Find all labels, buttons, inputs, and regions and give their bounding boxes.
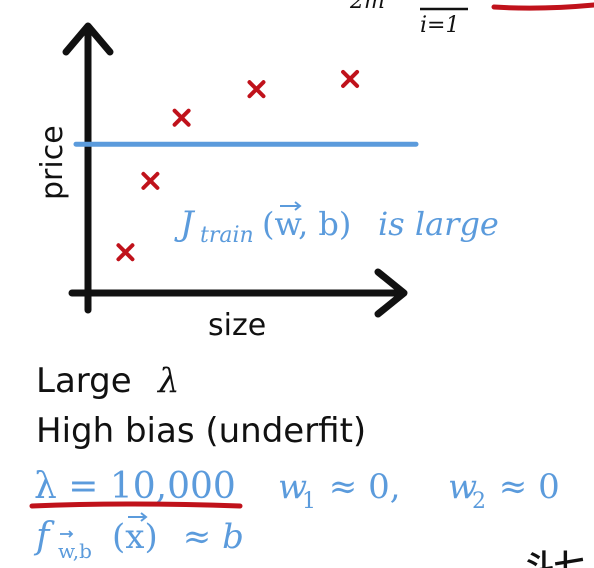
vector-arrow-icon [280, 201, 302, 211]
model-equation: f w,b (x) ≈ b [33, 512, 244, 563]
weights-sub-2: 2 [472, 489, 486, 514]
red-underline-top [491, 2, 594, 11]
high-bias-label: High bias (underfit) [36, 411, 366, 451]
corner-handwriting: 斗七 [524, 549, 584, 568]
data-point-x-marker [172, 108, 191, 127]
y-axis-label: price [35, 125, 70, 200]
text-block: Large λ High bias (underfit) λ = 10,000 … [29, 361, 584, 568]
data-point-x-marker [141, 171, 160, 190]
formula-fragment: 2m i=1 [349, 0, 594, 38]
formula-2m: 2m [349, 0, 385, 14]
vector-arrow-icon [128, 512, 148, 522]
x-axis-label: size [208, 308, 266, 343]
weights-sub-1: 1 [302, 489, 316, 514]
model-f: f [33, 516, 55, 557]
y-axis [62, 22, 114, 314]
data-point-x-marker [247, 80, 266, 99]
weights-w1: w [278, 467, 307, 507]
red-underline-lambda [29, 501, 243, 509]
data-point-x-marker [116, 243, 135, 262]
y-axis-arrowhead [62, 22, 114, 56]
weights-approx-1: ≈ 0, [318, 467, 411, 507]
x-axis [68, 268, 408, 318]
x-axis-arrowhead [374, 268, 408, 318]
annotation-J: J [174, 204, 196, 244]
plot: price size J train (w, b) is large [35, 22, 499, 343]
formula-i-equals-1: i=1 [420, 13, 459, 38]
model-approx-b: ≈ b [172, 517, 244, 557]
data-points [116, 69, 360, 262]
model-arg-x: (x) [112, 517, 158, 557]
annotation-subscript-train: train [200, 223, 254, 248]
weights-w2: w [448, 467, 477, 507]
weights-equation: w 1 ≈ 0, w 2 ≈ 0 [278, 467, 560, 514]
annotation-is-large: is large [378, 205, 499, 243]
data-point-x-marker [341, 69, 360, 88]
cost-annotation: J train (w, b) is large [174, 201, 499, 248]
vector-arrow-icon [60, 530, 74, 538]
large-lambda-label: Large [36, 361, 132, 401]
model-subscript-wb: w,b [58, 539, 92, 563]
lambda-symbol: λ [156, 361, 180, 401]
annotation-args: (w, b) [262, 205, 351, 243]
lambda-equation: λ = 10,000 [34, 466, 236, 507]
weights-approx-2: ≈ 0 [488, 467, 560, 507]
